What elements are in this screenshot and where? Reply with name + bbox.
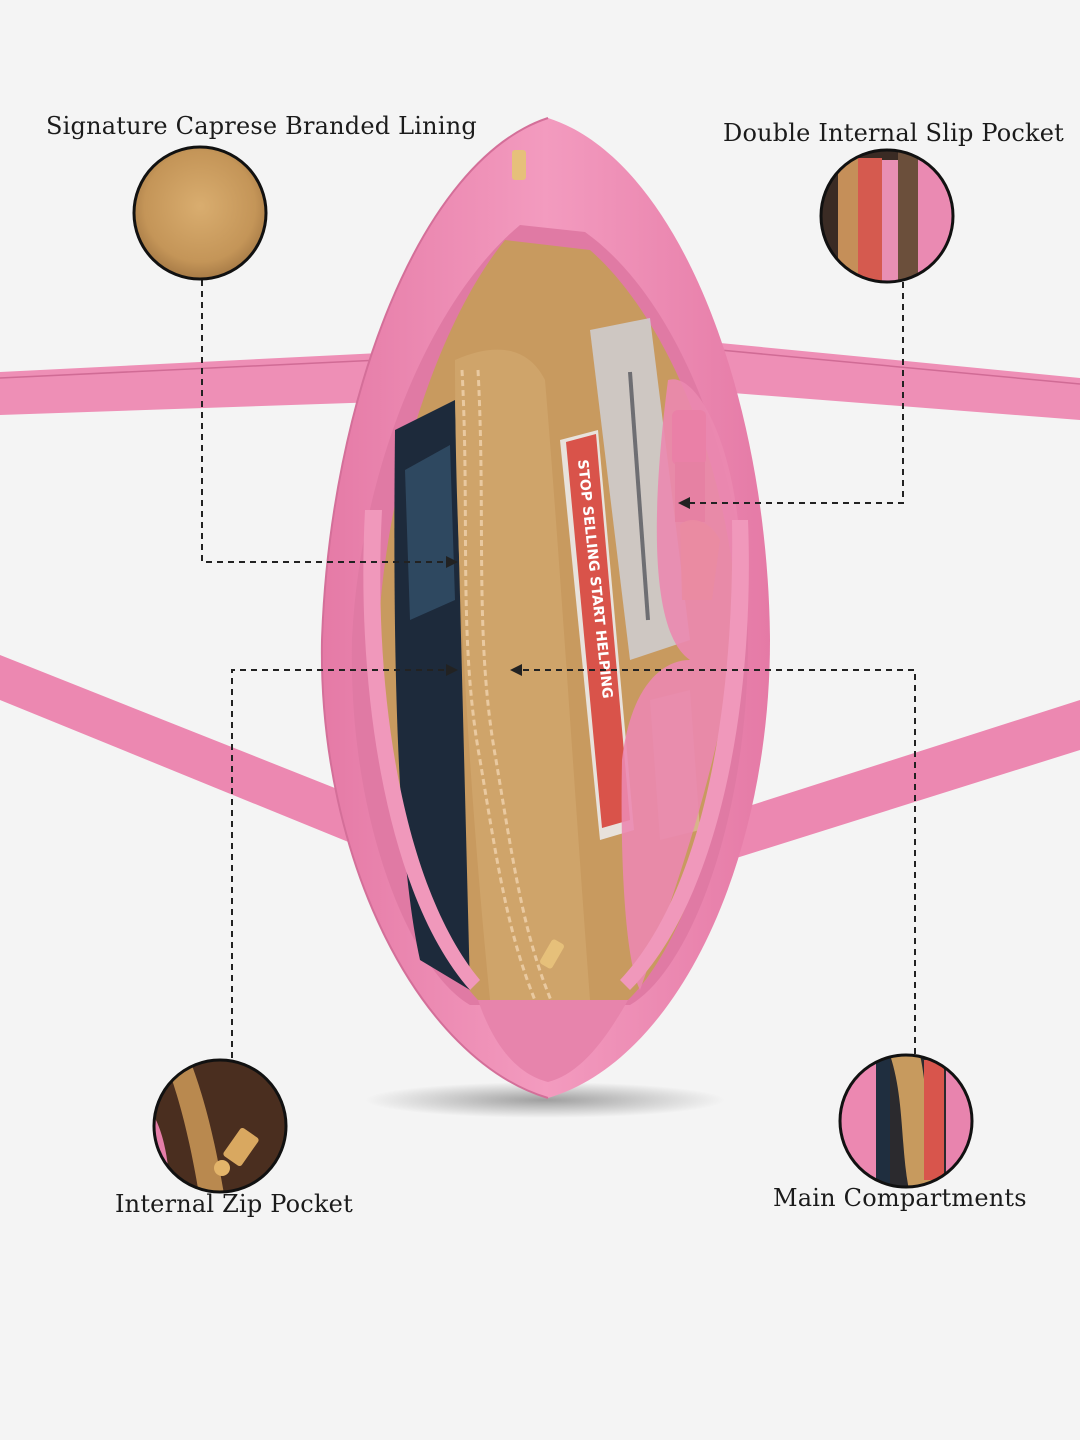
leader-line-lining [201, 280, 448, 563]
top-zipper-pull [512, 150, 526, 180]
slip-pocket-detail-circle [819, 148, 955, 284]
bag-shadow [365, 1082, 725, 1118]
main-compartments-detail-circle [838, 1053, 974, 1189]
lining-detail-circle [132, 145, 268, 281]
slip-pocket-flap [621, 379, 740, 990]
callout-label-slip-pocket: Double Internal Slip Pocket [723, 119, 1064, 147]
zip-pocket-panel [455, 349, 590, 1000]
bag-straps [0, 343, 1080, 860]
leader-lines [201, 280, 916, 1058]
callout-label-lining: Signature Caprese Branded Lining [46, 112, 477, 140]
callout-label-zip-pocket: Internal Zip Pocket [115, 1190, 353, 1218]
handbag: STOP SELLING START HELPING [320, 117, 770, 1099]
zip-pocket-detail-circle [152, 1058, 288, 1194]
leader-line-zip-pocket [231, 669, 448, 1058]
callout-label-main-compartments: Main Compartments [773, 1184, 1027, 1212]
arrowheads [446, 497, 690, 676]
zip-pocket-pull [540, 939, 564, 969]
leader-line-slip-pocket [688, 282, 904, 504]
